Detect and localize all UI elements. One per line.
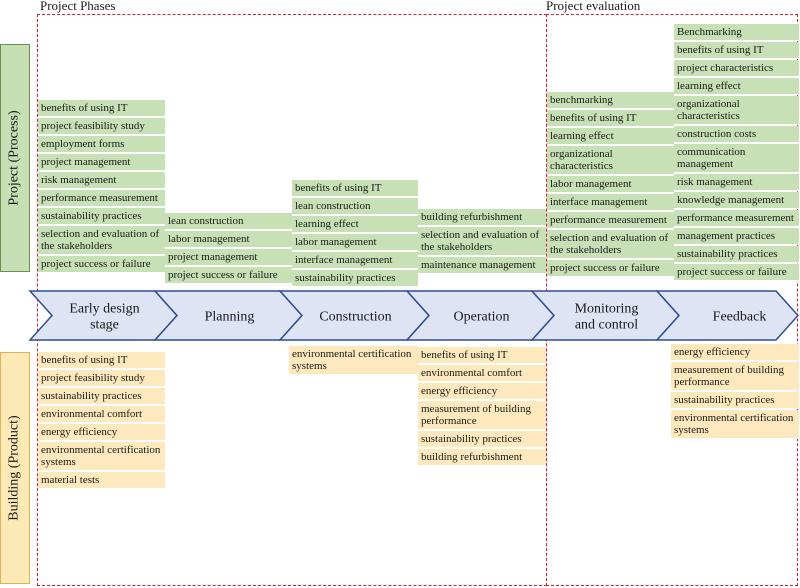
factor-item: environmental certification systems	[671, 410, 799, 439]
factor-item: organizational characteristics	[547, 146, 674, 175]
factor-item: building refurbishment	[418, 209, 546, 226]
factor-item: benefits of using IT	[674, 42, 799, 59]
factor-item: sustainability practices	[292, 270, 418, 287]
factor-item: project success or failure	[38, 256, 165, 273]
factor-item: benefits of using IT	[418, 347, 546, 364]
factor-item: sustainability practices	[38, 388, 165, 405]
factor-item: sustainability practices	[674, 246, 799, 263]
factor-item: lean construction	[292, 198, 418, 215]
factor-item: energy efficiency	[418, 383, 546, 400]
factor-item: environmental comfort	[38, 406, 165, 423]
factor-item: lean construction	[165, 213, 292, 230]
factor-item: maintenance management	[418, 257, 546, 274]
factor-item: interface management	[292, 252, 418, 269]
factor-item: benefits of using IT	[547, 110, 674, 127]
factor-item: interface management	[547, 194, 674, 211]
factor-item: environmental certification systems	[38, 442, 165, 471]
factor-item: environmental comfort	[418, 365, 546, 382]
factor-item: environmental certification systems	[289, 346, 418, 375]
factor-item: construction costs	[674, 126, 799, 143]
factor-item: selection and evaluation of the stakehol…	[418, 227, 546, 256]
factor-item: risk management	[38, 172, 165, 189]
factor-item: benefits of using IT	[38, 352, 165, 369]
factor-item: selection and evaluation of the stakehol…	[38, 226, 165, 255]
factor-item: benefits of using IT	[292, 180, 418, 197]
factor-item: energy efficiency	[671, 344, 799, 361]
factor-item: energy efficiency	[38, 424, 165, 441]
factor-item: material tests	[38, 472, 165, 489]
factor-item: performance measurement	[38, 190, 165, 207]
phase-label: Planning	[205, 310, 255, 325]
factor-item: performance measurement	[547, 212, 674, 229]
factor-item: project success or failure	[547, 260, 674, 277]
factor-item: knowledge management	[674, 192, 799, 209]
factor-item: project feasibility study	[38, 370, 165, 387]
factor-item: performance measurement	[674, 210, 799, 227]
building-product-side-label: Building (Product)	[0, 352, 30, 584]
factor-item: labor management	[292, 234, 418, 251]
factor-item: learning effect	[674, 78, 799, 95]
factor-item: project management	[38, 154, 165, 171]
factor-item: labor management	[165, 231, 292, 248]
factor-item: project feasibility study	[38, 118, 165, 135]
factor-item: project success or failure	[165, 267, 292, 284]
factor-item: organizational characteristics	[674, 96, 799, 125]
factor-item: learning effect	[292, 216, 418, 233]
factor-item: benchmarking	[547, 92, 674, 109]
project-process-side-label: Project (Process)	[0, 44, 30, 272]
project-phases-label: Project Phases	[40, 0, 116, 13]
factor-item: risk management	[674, 174, 799, 191]
phase-arrow	[655, 290, 800, 341]
factor-item: labor management	[547, 176, 674, 193]
factor-item: selection and evaluation of the stakehol…	[547, 230, 674, 259]
factor-item: Benchmarking	[674, 24, 799, 41]
phase-label: Operation	[454, 310, 510, 325]
factor-item: sustainability practices	[671, 392, 799, 409]
factor-item: benefits of using IT	[38, 100, 165, 117]
factor-item: employment forms	[38, 136, 165, 153]
factor-item: sustainability practices	[418, 431, 546, 448]
phase-label: Construction	[319, 310, 391, 325]
project-evaluation-label: Project evaluation	[546, 0, 641, 13]
phase-label: Feedback	[713, 310, 767, 325]
factor-item: project management	[165, 249, 292, 266]
factor-item: sustainability practices	[38, 208, 165, 225]
factor-item: communication management	[674, 144, 799, 173]
product-column-construction: environmental certification systems	[289, 346, 418, 376]
factor-item: project characteristics	[674, 60, 799, 77]
factor-item: measurement of building performance	[671, 362, 799, 391]
factor-item: project success or failure	[674, 264, 799, 281]
factor-item: management practices	[674, 228, 799, 245]
factor-item: learning effect	[547, 128, 674, 145]
factor-item: building refurbishment	[418, 449, 546, 466]
factor-item: measurement of building performance	[418, 401, 546, 430]
